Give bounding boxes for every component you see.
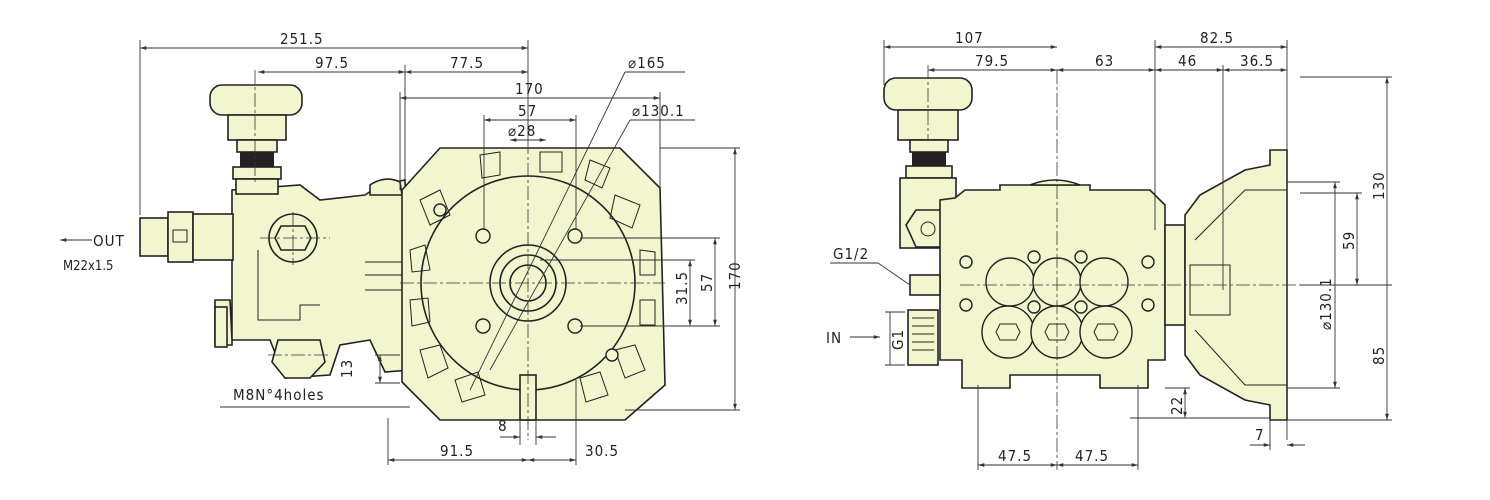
dim-shaft-dia: ⌀28	[508, 122, 536, 140]
inlet-thread-label: G1	[889, 329, 907, 350]
outlet-label: OUT	[93, 232, 125, 250]
dim-flange-pilot-dia: ⌀130.1	[632, 102, 685, 120]
dim-foot-height: 13	[338, 359, 356, 378]
dim-flange-outer-dia: ⌀165	[628, 54, 666, 72]
outlet-fitting	[139, 211, 234, 263]
inlet-label: IN	[826, 329, 842, 347]
mounting-flange	[401, 147, 666, 421]
dim-center-to-right: 30.5	[585, 442, 619, 460]
pump-head	[214, 178, 411, 379]
dim-bolt-offset-v: 31.5	[673, 271, 691, 305]
dim-foot-left: 47.5	[998, 447, 1032, 465]
dim-flange-height: 170	[726, 261, 744, 290]
dim-overall-length: 251.5	[280, 30, 324, 48]
dim-foot-right: 47.5	[1075, 447, 1109, 465]
left-view: 251.5 97.5 77.5 170 57 ⌀28 ⌀165 ⌀130.1 1…	[60, 30, 744, 465]
dim-bolt-spacing-v: 57	[698, 273, 716, 292]
dim-bolt-spacing-h: 57	[518, 102, 537, 120]
pump-body-side	[907, 179, 1186, 389]
mount-holes-label: M8N°4holes	[233, 386, 325, 404]
dim-flange-face: 36.5	[1240, 52, 1274, 70]
dim-upper-height: 59	[1340, 231, 1358, 250]
dim-base-height: 22	[1168, 396, 1186, 415]
dim-flange-depth: 82.5	[1200, 29, 1234, 47]
bypass-port-label: G1/2	[833, 245, 869, 263]
dim-flange-width: 170	[515, 80, 544, 98]
dim-valve-axis: 79.5	[975, 52, 1009, 70]
dim-pilot-dia: ⌀130.1	[1317, 277, 1335, 330]
dim-valve-to-center-side: 107	[955, 29, 984, 47]
right-dimension-lines	[830, 40, 1392, 470]
right-view: 107 79.5 63 82.5 46 36.5 130 59 ⌀130.1 8…	[826, 29, 1392, 470]
dim-center-to-left: 91.5	[440, 442, 474, 460]
dim-key-width: 8	[498, 417, 508, 435]
dim-valve-offset: 97.5	[315, 54, 349, 72]
dim-flange-offset: 46	[1178, 52, 1197, 70]
dim-center-to-flange: 63	[1095, 52, 1114, 70]
dim-valve-to-center: 77.5	[450, 54, 484, 72]
dim-lower-height: 85	[1370, 346, 1388, 365]
unloader-valve	[209, 84, 303, 195]
dim-flange-thickness: 7	[1255, 426, 1265, 444]
outlet-thread-label: M22x1.5	[63, 259, 113, 274]
left-dimension-lines	[60, 40, 740, 465]
dim-overall-height: 130	[1370, 171, 1388, 200]
